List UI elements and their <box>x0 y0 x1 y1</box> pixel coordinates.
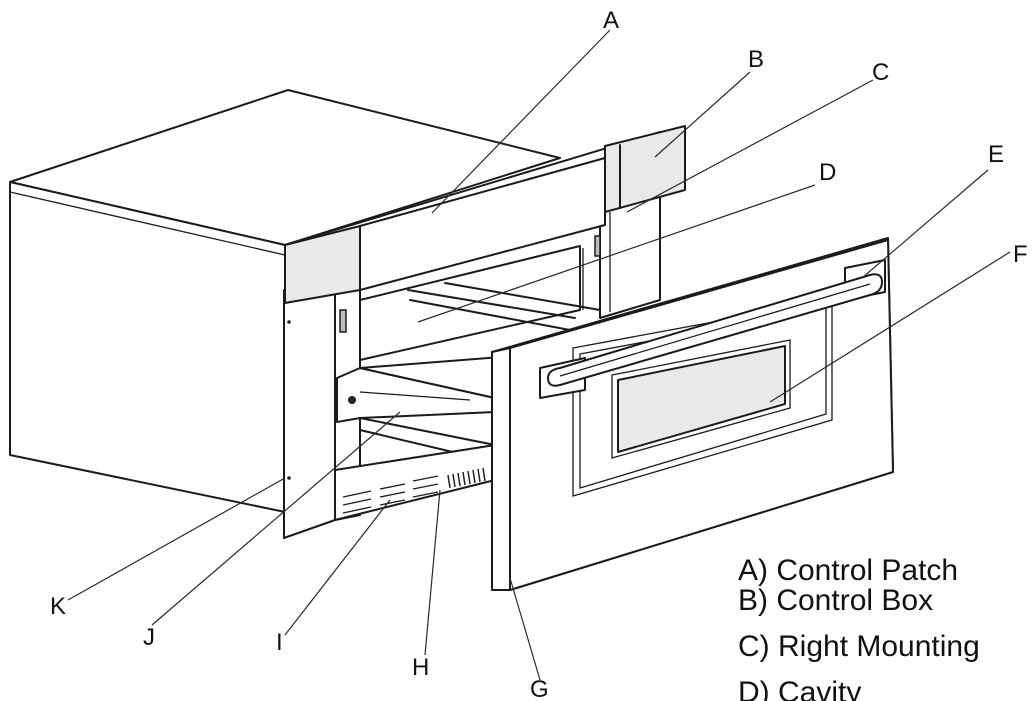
legend-item-a: A) Control Patch <box>738 556 959 587</box>
callout-labels: A B C D E F G H I J K <box>50 7 1028 701</box>
leader-lines <box>67 29 1011 681</box>
label-h: H <box>412 654 429 681</box>
parts-legend: A) Control Patch B) Control Box C) Right… <box>738 556 1034 701</box>
label-k: K <box>50 593 66 620</box>
legend-item-b: B) Control Box <box>738 584 934 617</box>
label-g: G <box>530 676 549 701</box>
label-f: F <box>1013 241 1028 268</box>
label-a: A <box>603 7 619 34</box>
door-handle <box>539 259 886 399</box>
right-mounting <box>599 189 661 319</box>
label-e: E <box>988 141 1004 168</box>
label-d: D <box>819 159 836 186</box>
cavity <box>359 235 601 361</box>
cabinet-body <box>9 89 561 513</box>
label-i: I <box>276 629 283 656</box>
drawer-door <box>491 237 894 591</box>
label-b: B <box>748 46 764 73</box>
legend-item-d: D) Cavity <box>738 676 862 701</box>
label-c: C <box>872 59 889 86</box>
legend-item-c: C) Right Mounting <box>738 630 980 663</box>
label-j: J <box>143 624 155 651</box>
